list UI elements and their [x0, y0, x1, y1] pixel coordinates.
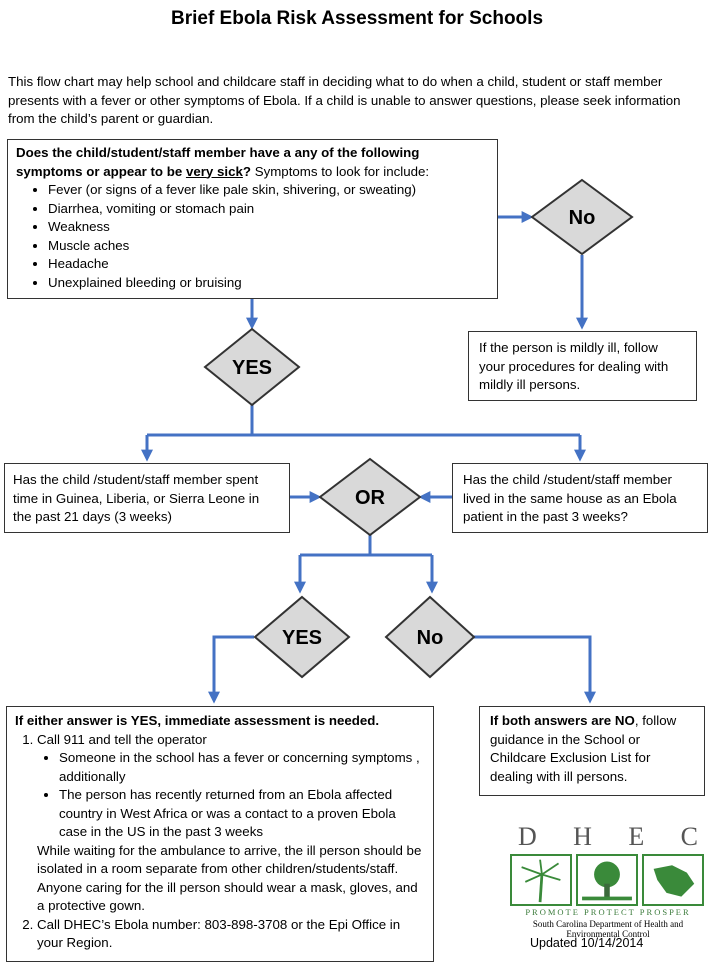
symptom-item: Muscle aches	[48, 237, 489, 256]
yes-action-heading: If either answer is YES, immediate asses…	[15, 713, 380, 728]
decision-no-1: No	[530, 178, 634, 256]
yes-action-steps: Call 911 and tell the operator Someone i…	[15, 731, 425, 953]
operator-info-item: Someone in the school has a fever or con…	[59, 749, 425, 786]
travel-question-box: Has the child /student/staff member spen…	[4, 463, 290, 533]
state-map-icon	[642, 854, 704, 906]
decision-no-2: No	[384, 595, 476, 679]
dhec-logo: D H E C PROMOTE PROTECT PROSPER South Ca…	[510, 822, 706, 939]
symptom-item: Unexplained bleeding or bruising	[48, 274, 489, 293]
decision-yes-2: YES	[253, 595, 351, 679]
logo-panels	[510, 854, 706, 906]
page-title: Brief Ebola Risk Assessment for Schools	[170, 8, 544, 29]
branch-yes-split	[147, 405, 580, 437]
symptom-list: Fever (or signs of a fever like pale ski…	[16, 181, 489, 292]
branch-or-split	[300, 535, 432, 557]
symptom-item: Diarrhea, vomiting or stomach pain	[48, 200, 489, 219]
decision-or-label: OR	[355, 487, 386, 509]
operator-info-item: The person has recently returned from an…	[59, 786, 425, 842]
symptom-item: Weakness	[48, 218, 489, 237]
logo-org-name: South Carolina Department of Health and …	[532, 919, 684, 939]
decision-or: OR	[318, 457, 422, 537]
step-call-dhec: Call DHEC’s Ebola number: 803-898-3708 o…	[37, 916, 425, 953]
logo-letters: D H E C	[518, 822, 698, 851]
intro-text: This flow chart may help school and chil…	[8, 74, 681, 126]
isolation-instructions: While waiting for the ambulance to arriv…	[37, 842, 422, 914]
decision-yes-1: YES	[203, 327, 301, 407]
operator-info-list: Someone in the school has a fever or con…	[37, 749, 425, 842]
symptom-item: Fever (or signs of a fever like pale ski…	[48, 181, 489, 200]
decision-yes-2-label: YES	[282, 627, 322, 649]
updated-date: Updated 10/14/2014	[530, 936, 644, 950]
contact-question-box: Has the child /student/staff member live…	[452, 463, 708, 533]
decision-no-2-label: No	[417, 627, 444, 649]
symptoms-question: Does the child/student/staff member have…	[16, 145, 430, 179]
tree-icon	[576, 854, 638, 906]
symptoms-question-box: Does the child/student/staff member have…	[7, 139, 498, 299]
logo-tagline: PROMOTE PROTECT PROSPER	[525, 907, 691, 917]
decision-yes-1-label: YES	[232, 357, 272, 379]
arrow-yes-to-box	[208, 635, 254, 704]
no-action-box: If both answers are NO, follow guidance …	[479, 706, 705, 796]
mildly-ill-box: If the person is mildly ill, follow your…	[468, 331, 697, 401]
palmetto-icon	[510, 854, 572, 906]
yes-action-box: If either answer is YES, immediate asses…	[6, 706, 434, 962]
step-call-911: Call 911 and tell the operator Someone i…	[37, 731, 425, 916]
symptom-item: Headache	[48, 255, 489, 274]
arrow-no-to-box	[473, 635, 596, 704]
decision-no-1-label: No	[569, 207, 596, 229]
